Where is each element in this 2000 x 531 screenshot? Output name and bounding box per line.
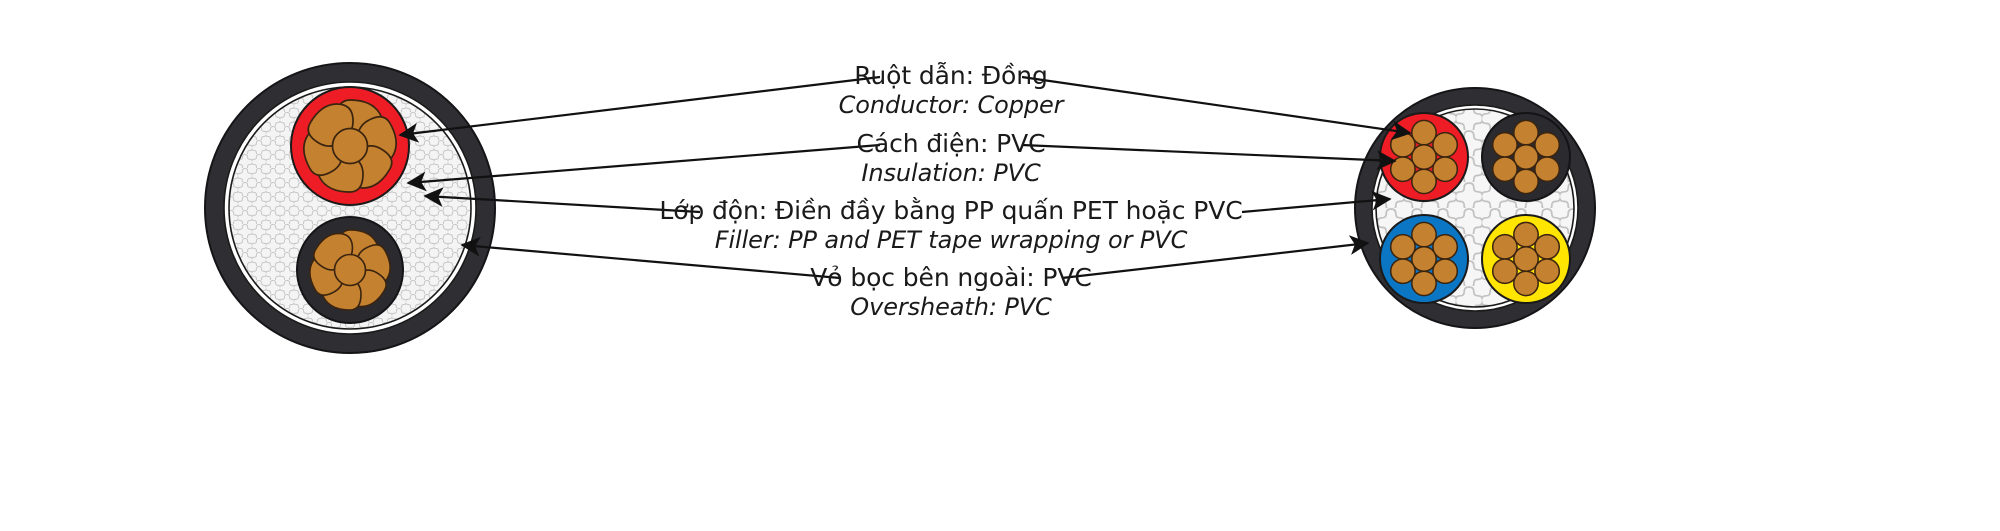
left-conductor-red-strands — [303, 99, 397, 193]
cable-right-four-core — [1354, 87, 1596, 329]
label-insulation-vi: Cách điện: PVC — [857, 129, 1046, 158]
leader-lines-right — [1021, 75, 1412, 280]
label-conductor-vi: Ruột dẫn: Đồng — [854, 61, 1048, 90]
label-filler-en: Filler: PP and PET tape wrapping or PVC — [715, 226, 1188, 254]
label-filler: Lớp độn: Điền đầy bằng PP quấn PET hoặc … — [659, 196, 1242, 254]
label-oversheath: Vỏ bọc bên ngoài: PVC Oversheath: PVC — [810, 263, 1092, 321]
leader-oversheath-left — [460, 236, 841, 280]
right-core-black — [1481, 112, 1571, 202]
leader-lines-left — [398, 75, 881, 280]
cable-left-two-core — [204, 62, 496, 354]
left-conductor-black-strands — [309, 229, 391, 311]
leader-conductor-left — [398, 75, 881, 143]
right-conductor-black-strands — [1491, 119, 1561, 195]
leader-insulation-left — [406, 143, 881, 192]
leader-oversheath-right — [1061, 235, 1370, 280]
leader-insulation-right — [1021, 143, 1397, 171]
label-conductor: Ruột dẫn: Đồng Conductor: Copper — [839, 61, 1066, 119]
label-insulation: Cách điện: PVC Insulation: PVC — [857, 129, 1046, 187]
leader-filler-right — [1241, 190, 1392, 214]
leader-filler-left — [423, 187, 701, 214]
right-core-red — [1379, 112, 1469, 202]
label-filler-vi: Lớp độn: Điền đầy bằng PP quấn PET hoặc … — [659, 196, 1242, 225]
label-oversheath-en: Oversheath: PVC — [850, 293, 1052, 321]
left-core-red — [290, 86, 410, 206]
label-oversheath-vi: Vỏ bọc bên ngoài: PVC — [810, 263, 1091, 292]
left-core-black — [296, 216, 404, 324]
right-conductor-blue-strands — [1389, 221, 1459, 297]
right-core-blue — [1379, 214, 1469, 304]
right-core-yellow — [1481, 214, 1571, 304]
label-insulation-en: Insulation: PVC — [861, 159, 1041, 187]
leader-conductor-right — [1021, 75, 1412, 141]
label-conductor-en: Conductor: Copper — [839, 91, 1066, 119]
right-conductor-yellow-strands — [1491, 221, 1561, 297]
